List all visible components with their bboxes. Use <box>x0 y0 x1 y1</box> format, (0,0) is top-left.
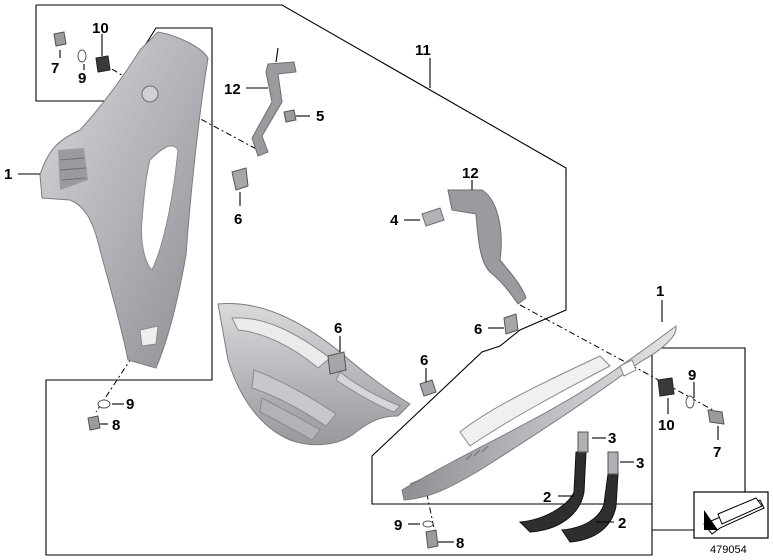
callout-1-right: 1 <box>656 283 664 300</box>
callout-6-center: 6 <box>334 320 342 337</box>
spoiler-part-1-right <box>401 325 677 501</box>
callout-8-bottom: 8 <box>456 535 464 552</box>
callout-12-mid: 12 <box>462 165 479 182</box>
callout-3-b: 3 <box>636 455 644 472</box>
leader-lines <box>18 34 719 543</box>
clip-nut-6-center-right <box>419 379 437 397</box>
bracket-12-top-pin <box>275 47 279 63</box>
fastener-group-bottom <box>422 520 439 549</box>
callout-6-mid-right: 6 <box>474 321 482 338</box>
callout-2-b: 2 <box>618 515 626 532</box>
callout-7-top-left: 7 <box>51 60 59 77</box>
callout-9-bottom: 9 <box>394 517 402 534</box>
callout-9-left: 9 <box>126 396 134 413</box>
hose-part-2-b <box>561 451 619 543</box>
screw-5 <box>283 109 297 123</box>
hose-part-2-a <box>518 431 589 533</box>
callout-12-top: 12 <box>224 81 241 98</box>
diagram-reference-number: 479054 <box>710 544 747 556</box>
callout-8-left: 8 <box>112 417 120 434</box>
side-panel-part-1-left <box>39 31 209 369</box>
clip-nut-6-mid-right <box>503 313 519 335</box>
view-direction-arrow-icon <box>693 491 769 539</box>
callout-9-top-left: 9 <box>78 70 86 87</box>
callout-2-a: 2 <box>543 489 551 506</box>
belly-pan <box>217 302 411 446</box>
callout-5: 5 <box>316 108 324 125</box>
callout-3-a: 3 <box>608 430 616 447</box>
callout-4: 4 <box>390 212 399 229</box>
fastener-group-right <box>657 377 725 425</box>
callout-7-bottom-right: 7 <box>713 444 721 461</box>
clip-nut-6-upper <box>231 167 249 191</box>
callout-10-bottom-right: 10 <box>658 417 675 434</box>
bracket-part-12-mid <box>421 189 527 305</box>
assembly-outline <box>35 4 746 556</box>
callout-10-top-left: 10 <box>92 20 109 37</box>
callout-9-bottom-right: 9 <box>688 367 696 384</box>
callout-1-left: 1 <box>4 166 12 183</box>
clip-nut-6-center <box>327 351 347 375</box>
callout-6-upper: 6 <box>234 211 242 228</box>
callout-6-center-right: 6 <box>420 352 428 369</box>
callout-11: 11 <box>415 42 431 59</box>
bracket-part-12-top <box>251 47 297 157</box>
fastener-group-top-left <box>53 31 111 73</box>
fastener-group-lower-left <box>87 399 111 431</box>
